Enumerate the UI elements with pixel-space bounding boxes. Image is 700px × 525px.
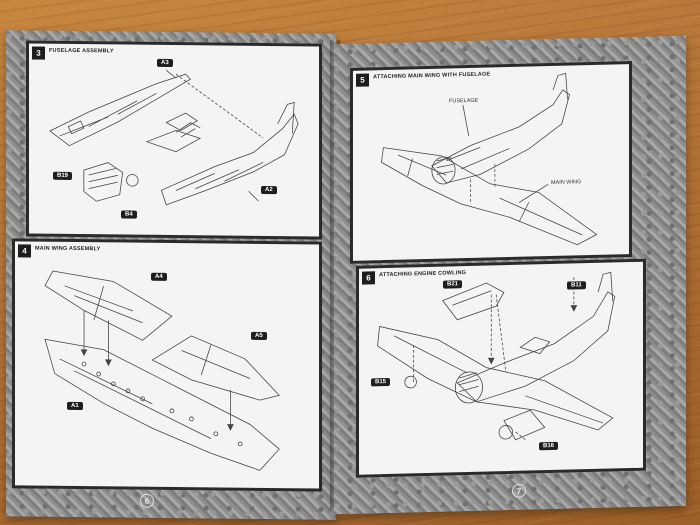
part-label: FUSELAGE [449, 97, 479, 105]
part-callout: A5 [251, 331, 267, 341]
part-callout: B21 [443, 280, 463, 289]
part-callout: B16 [539, 441, 559, 451]
part-callout: A1 [67, 401, 83, 411]
part-callout: B4 [121, 210, 137, 219]
step-6-panel: 6 ATTACHING ENGINE COWLING [356, 258, 646, 478]
main-wing-assembly-drawing [44, 270, 280, 471]
part-label: MAIN WING [551, 179, 582, 186]
step-4-panel: 4 MAIN WING ASSEMBLY [12, 238, 322, 492]
wing-fuselage-drawing [381, 72, 598, 246]
left-page: 3 FUSELAGE ASSEMBLY [6, 30, 336, 520]
part-callout: B11 [567, 281, 586, 290]
part-callout: A4 [151, 272, 167, 281]
step-5-panel: 5 ATTACHING MAIN WING WITH FUSELAGE [350, 61, 632, 264]
part-callout: A3 [157, 58, 173, 68]
part-callout: B19 [53, 171, 73, 180]
part-callout: B15 [371, 377, 391, 387]
page-number: 7 [512, 483, 526, 498]
engine-cowling-drawing [377, 271, 616, 441]
step-3-panel: 3 FUSELAGE ASSEMBLY [26, 40, 322, 240]
page-number: 6 [140, 493, 154, 508]
part-callout: A2 [261, 185, 277, 195]
fuselage-assembly-drawing [49, 69, 299, 206]
right-page: 5 ATTACHING MAIN WING WITH FUSELAGE [334, 35, 686, 515]
